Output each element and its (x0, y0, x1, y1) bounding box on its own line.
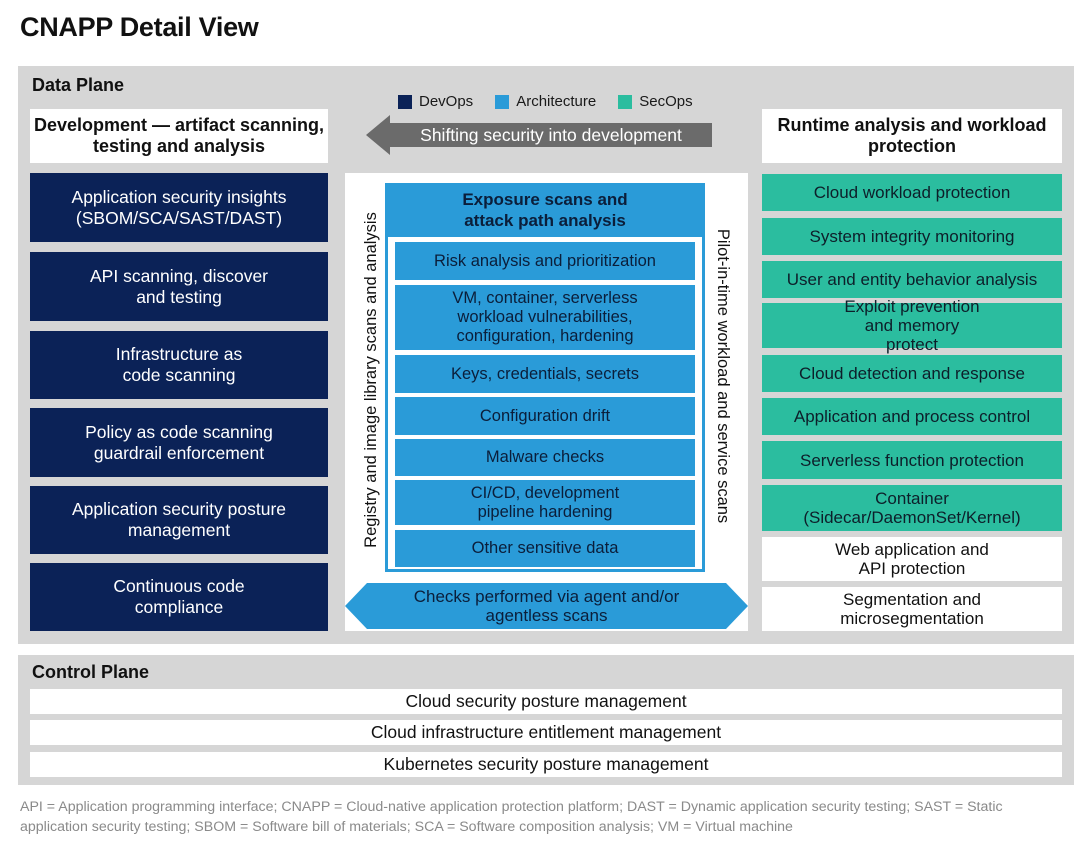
agent-checks-arrow-shape (345, 583, 748, 629)
agent-checks-label: Checks performed via agent and/or agentl… (413, 587, 680, 625)
legend-secops-swatch (618, 94, 633, 109)
legend: DevOps Architecture SecOps (398, 93, 707, 110)
agent-checks-arrow (345, 583, 748, 629)
architecture-item: Risk analysis and prioritization (395, 242, 695, 280)
web-app-protection-item: Web application and API protection (762, 537, 1062, 581)
secops-item: User and entity behavior analysis (762, 261, 1062, 298)
architecture-item: Other sensitive data (395, 530, 695, 567)
segmentation-item: Segmentation and microsegmentation (762, 587, 1062, 631)
devops-item: Application security posture management (30, 486, 328, 554)
legend-architecture: Architecture (495, 93, 596, 110)
secops-item: Container (Sidecar/DaemonSet/Kernel) (762, 485, 1062, 531)
exposure-scans-title: Exposure scans and attack path analysis (385, 183, 705, 237)
secops-item: Cloud detection and response (762, 355, 1062, 392)
control-plane-item: Kubernetes security posture management (30, 752, 1062, 777)
architecture-item: Malware checks (395, 439, 695, 476)
legend-devops: DevOps (398, 93, 473, 110)
secops-item: Cloud workload protection (762, 174, 1062, 211)
data-plane-label: Data Plane (32, 75, 125, 95)
development-header: Development — artifact scanning, testing… (30, 109, 328, 163)
legend-architecture-label: Architecture (516, 93, 597, 110)
control-plane-item: Cloud infrastructure entitlement managem… (30, 720, 1062, 745)
footnote: API = Application programming interface;… (20, 799, 1003, 835)
legend-architecture-swatch (495, 94, 510, 109)
devops-item: Infrastructure as code scanning (30, 331, 328, 399)
control-plane-label: Control Plane (32, 662, 150, 682)
architecture-item: VM, container, serverless workload vulne… (395, 285, 695, 350)
devops-item: Continuous code compliance (30, 563, 328, 631)
secops-item: Serverless function protection (762, 441, 1062, 479)
registry-scans-vertical-label: Registry and image library scans and ana… (362, 212, 380, 548)
secops-item: System integrity monitoring (762, 218, 1062, 255)
page-title: CNAPP Detail View (20, 12, 259, 42)
legend-secops: SecOps (618, 93, 693, 110)
runtime-header: Runtime analysis and workload protection (762, 109, 1062, 163)
control-plane-item: Cloud security posture management (30, 689, 1062, 714)
legend-secops-label: SecOps (639, 93, 693, 110)
devops-item: API scanning, discover and testing (30, 252, 328, 321)
pilot-in-time-vertical-label: Pilot-in-time workload and service scans (714, 228, 732, 524)
shift-left-arrow-label: Shifting security into development (420, 124, 682, 145)
devops-item: Policy as code scanning guardrail enforc… (30, 408, 328, 477)
architecture-item: Keys, credentials, secrets (395, 355, 695, 393)
architecture-item: Configuration drift (395, 397, 695, 435)
legend-devops-swatch (398, 94, 412, 109)
secops-item: Exploit prevention and memory protect (762, 297, 1062, 354)
shift-left-arrow-shape (366, 115, 712, 155)
secops-item: Application and process control (762, 398, 1062, 435)
shift-left-arrow (366, 115, 712, 155)
architecture-item: CI/CD, development pipeline hardening (395, 480, 695, 525)
legend-devops-label: DevOps (419, 93, 474, 110)
devops-item: Application security insights (SBOM/SCA/… (30, 173, 328, 242)
